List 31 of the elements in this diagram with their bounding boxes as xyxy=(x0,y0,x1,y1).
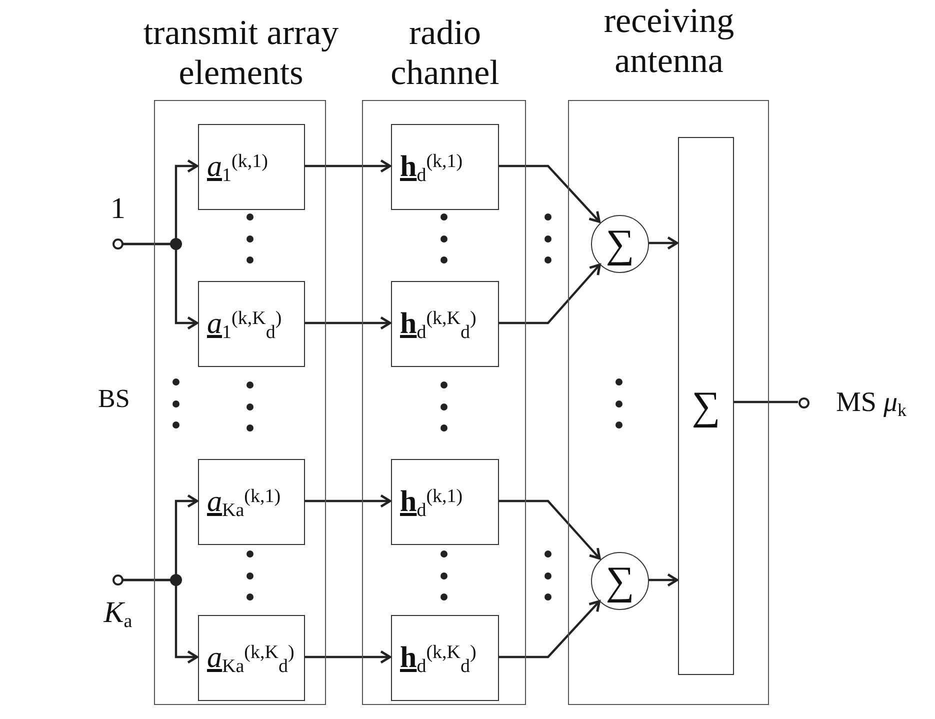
group-heading: radio channel xyxy=(390,13,500,93)
arrow xyxy=(123,242,198,330)
output-label: MS μ$_{k}$ xyxy=(836,389,907,417)
arrow xyxy=(123,578,198,664)
channel-box xyxy=(391,459,499,545)
arrow xyxy=(648,573,678,587)
input-label: K$_{a}$ xyxy=(104,598,132,628)
arrow xyxy=(498,600,601,658)
array-element-box xyxy=(198,459,305,545)
arrow xyxy=(498,500,601,560)
arrow xyxy=(304,316,392,330)
group-heading: receiving antenna xyxy=(602,1,736,81)
array-element-box xyxy=(198,281,305,367)
sum-symbol: ∑ xyxy=(692,386,720,426)
arrow xyxy=(304,650,392,664)
station-label: BS xyxy=(98,386,130,412)
arrow xyxy=(648,236,678,250)
channel-box xyxy=(391,281,499,367)
summation-block xyxy=(678,137,734,675)
sum-symbol: ∑ xyxy=(606,561,634,601)
array-element-box xyxy=(198,615,305,701)
arrow xyxy=(304,159,392,173)
array-element-box xyxy=(198,124,305,210)
sum-symbol: ∑ xyxy=(606,224,634,264)
group-heading: transmit array elements xyxy=(142,13,340,93)
input-label: 1 xyxy=(110,194,126,224)
arrow xyxy=(498,164,601,223)
arrow xyxy=(498,264,601,324)
channel-box xyxy=(391,615,499,701)
channel-box xyxy=(391,124,499,210)
arrow xyxy=(304,494,392,508)
